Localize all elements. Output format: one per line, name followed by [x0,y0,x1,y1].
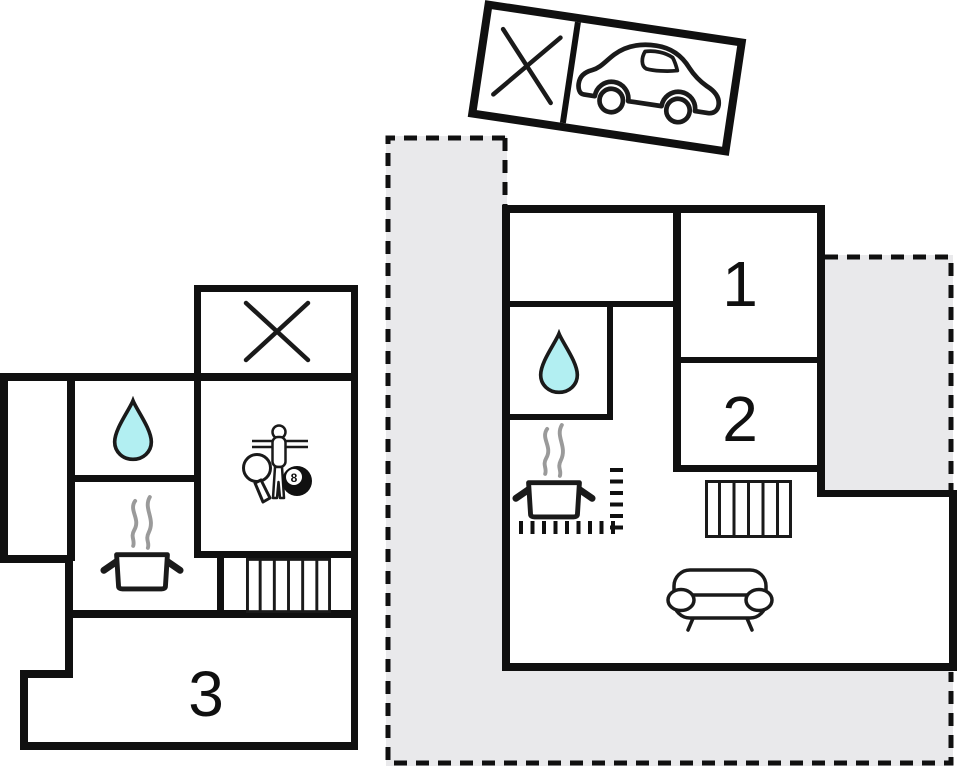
wall [194,285,201,381]
wall [817,490,957,497]
kitchen-boundary-ticks [610,468,623,532]
crossed-area-icon [243,300,311,363]
terrace-right-notch [823,255,953,495]
wall [0,555,73,563]
wall [502,301,681,307]
wall [67,475,200,482]
water-drop-icon [112,396,154,462]
wall [502,414,613,420]
terrace-bottom-strip [386,668,953,766]
wall [817,205,825,497]
wall [20,670,73,678]
wall [673,205,681,472]
wall [607,301,613,420]
bedroom-3-label: 3 [188,658,224,730]
car-icon [576,42,722,125]
wall [20,742,358,750]
wall [67,379,75,561]
game-room-icon: 8 [242,424,312,504]
wall [673,465,825,472]
terrace-left-strip [386,136,507,766]
stairs-icon [246,558,331,613]
wall [502,205,825,213]
eight-ball-label: 8 [291,471,298,485]
wall [949,490,957,671]
water-drop-icon [538,329,580,395]
wall [194,285,358,292]
wall [194,379,201,558]
bedroom-2-label: 2 [722,383,758,455]
wall [194,551,358,558]
crossed-area-icon [491,26,563,106]
stairs-icon [705,480,792,538]
right-plan-interior-extension [817,490,949,671]
wall [673,357,825,363]
wall [0,373,358,381]
wall [20,670,28,750]
sofa-icon [666,568,774,632]
bedroom-1-label: 1 [722,248,758,320]
carport [467,0,747,156]
wall [217,558,224,616]
wall [502,663,957,671]
cooking-pot-icon [512,423,596,520]
wall [351,285,358,750]
cooking-pot-icon [100,495,184,592]
wall [67,610,358,618]
kitchen-boundary-ticks [519,521,622,534]
wall [0,373,8,563]
wall [502,205,510,671]
